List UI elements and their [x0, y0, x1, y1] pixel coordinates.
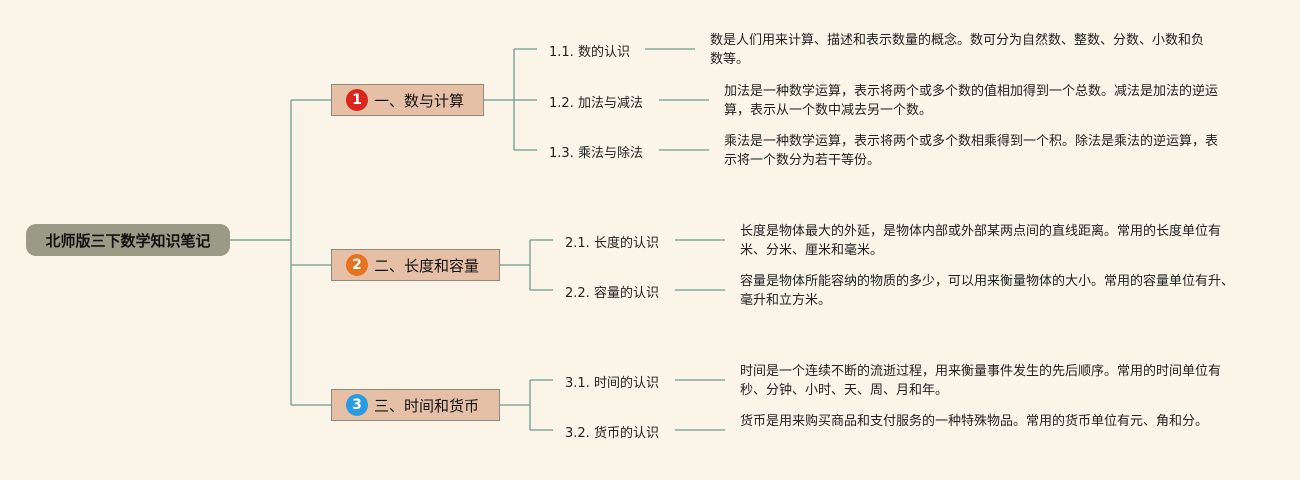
leaf-node-3-1[interactable]: 3.1. 时间的认识 [565, 376, 659, 391]
leaf-node-1-2[interactable]: 1.2. 加法与减法 [549, 96, 643, 111]
branch-node-2[interactable]: 2 二、长度和容量 [331, 249, 500, 281]
number-badge-icon: 2 [346, 254, 368, 276]
leaf-description: 时间是一个连续不断的流逝过程，用来衡量事件发生的先后顺序。常用的时间单位有秒、分… [740, 364, 1222, 398]
leaf-node-3-2[interactable]: 3.2. 货币的认识 [565, 426, 659, 441]
number-badge-icon: 3 [346, 394, 368, 416]
leaf-description: 容量是物体所能容纳的物质的多少，可以用来衡量物体的大小。常用的容量单位有升、毫升… [740, 274, 1235, 308]
root-node[interactable]: 北师版三下数学知识笔记 [26, 224, 230, 256]
leaf-node-2-2[interactable]: 2.2. 容量的认识 [565, 286, 659, 301]
leaf-description: 长度是物体最大的外延，是物体内部或外部某两点间的直线距离。常用的长度单位有米、分… [740, 224, 1222, 258]
branch-label: 二、长度和容量 [374, 256, 480, 275]
leaf-description: 数是人们用来计算、描述和表示数量的概念。数可分为自然数、整数、分数、小数和负数等… [710, 33, 1205, 67]
branch-node-3[interactable]: 3 三、时间和货币 [331, 389, 500, 421]
leaf-description: 货币是用来购买商品和支付服务的一种特殊物品。常用的货币单位有元、角和分。 [740, 414, 1209, 429]
leaf-description: 加法是一种数学运算，表示将两个或多个数的值相加得到一个总数。减法是加法的逆运算，… [724, 84, 1219, 118]
leaf-node-1-1[interactable]: 1.1. 数的认识 [549, 45, 630, 60]
leaf-description: 乘法是一种数学运算，表示将两个或多个数相乘得到一个积。除法是乘法的逆运算，表示将… [724, 134, 1219, 168]
branch-node-1[interactable]: 1 一、数与计算 [331, 84, 484, 116]
leaf-node-1-3[interactable]: 1.3. 乘法与除法 [549, 146, 643, 161]
branch-label: 一、数与计算 [374, 91, 465, 110]
number-badge-icon: 1 [346, 89, 368, 111]
leaf-node-2-1[interactable]: 2.1. 长度的认识 [565, 236, 659, 251]
root-label: 北师版三下数学知识笔记 [45, 231, 211, 250]
branch-label: 三、时间和货币 [374, 396, 480, 415]
